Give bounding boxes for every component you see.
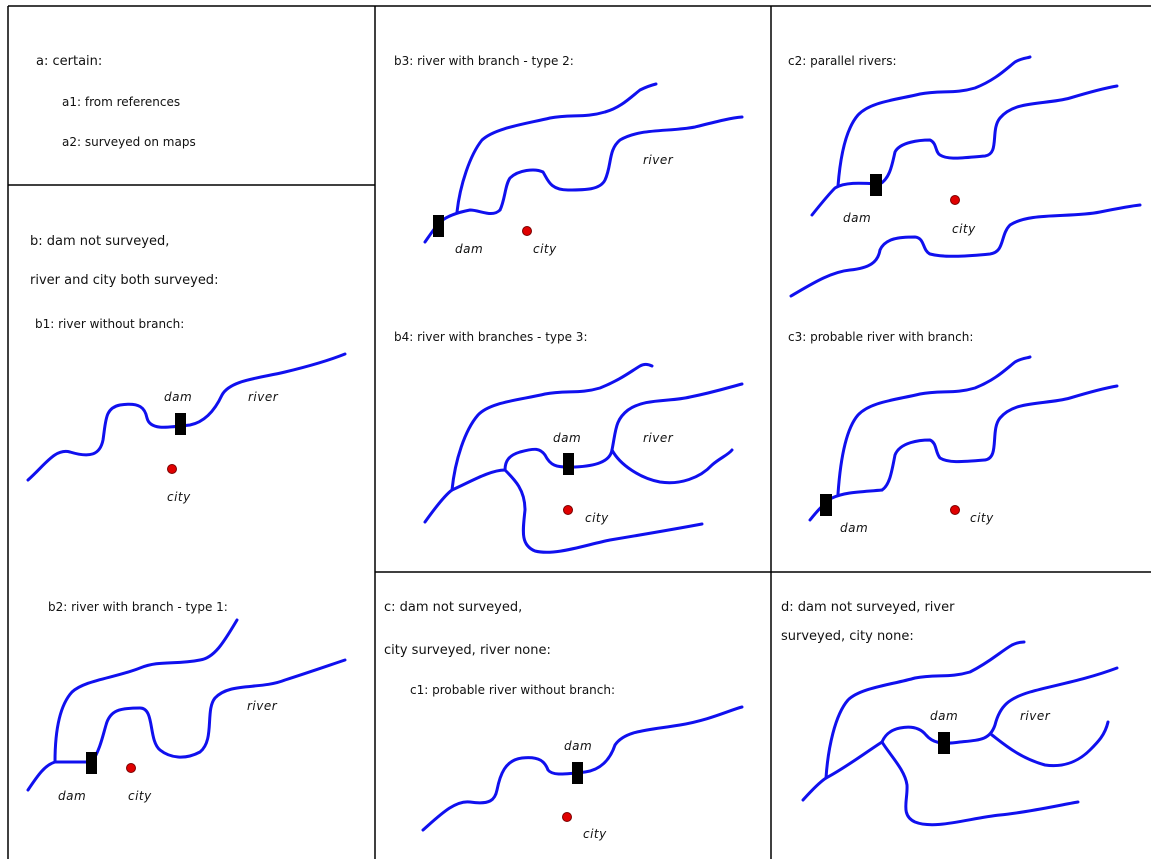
river-label: river xyxy=(247,699,278,713)
city-marker xyxy=(950,505,960,515)
river-line xyxy=(26,352,347,482)
dam-label: dam xyxy=(455,242,483,256)
panel-a1-item: a1: from references xyxy=(62,95,180,109)
panel-b1: b1: river without branch: dam river city xyxy=(26,317,347,504)
city-label: city xyxy=(167,490,191,504)
panel-c-title-line1: c: dam not surveyed, xyxy=(384,600,522,615)
city-marker xyxy=(562,812,572,822)
panel-a: a: certain: a1: from references a2: surv… xyxy=(36,54,196,149)
panel-c-title-line2: city surveyed, river none: xyxy=(384,643,551,658)
dam-marker xyxy=(572,762,583,784)
river-parallel xyxy=(789,203,1142,298)
panel-d-title-line1: d: dam not surveyed, river xyxy=(781,600,955,615)
river-branch-upper xyxy=(836,55,1032,188)
river-branch-lower xyxy=(878,84,1119,186)
dam-marker xyxy=(433,215,444,237)
river-label: river xyxy=(643,431,674,445)
river-line xyxy=(801,740,884,802)
panel-b1-title: b1: river without branch: xyxy=(35,317,184,331)
panel-d-title-line2: surveyed, city none: xyxy=(781,629,914,644)
dam-label: dam xyxy=(564,739,592,753)
panel-b3: b3: river with branch - type 2: dam rive… xyxy=(394,54,744,256)
panel-c1: c1: probable river without branch: dam c… xyxy=(410,683,744,841)
dam-label: dam xyxy=(930,709,958,723)
panel-borders xyxy=(7,5,1151,859)
panel-a-title: a: certain: xyxy=(36,54,102,69)
river-label: river xyxy=(248,390,279,404)
river-label: river xyxy=(1020,709,1051,723)
river-tributary-lower xyxy=(503,468,704,554)
panel-b-title-line1: b: dam not surveyed, xyxy=(30,234,169,249)
dam-label: dam xyxy=(840,521,868,535)
city-marker xyxy=(950,195,960,205)
river-branch-lower xyxy=(498,115,744,212)
river-branch-upper xyxy=(455,82,658,214)
river-label: river xyxy=(643,153,674,167)
river-branch-middle xyxy=(880,666,1119,745)
panel-c3: c3: probable river with branch: dam city xyxy=(788,330,1119,535)
dam-marker xyxy=(820,494,832,516)
dam-marker xyxy=(938,732,950,754)
river-line xyxy=(26,760,94,792)
dam-label: dam xyxy=(58,789,86,803)
panel-a2-item: a2: surveyed on maps xyxy=(62,135,196,149)
river-tributary-right xyxy=(610,448,734,485)
city-label: city xyxy=(583,827,607,841)
river-branch-upper xyxy=(53,618,239,764)
river-branch-upper xyxy=(824,640,1026,780)
dam-marker xyxy=(86,752,97,774)
city-marker xyxy=(522,226,532,236)
dam-marker xyxy=(563,453,574,475)
panel-b-title-line2: river and city both surveyed: xyxy=(30,273,218,288)
river-branch-upper xyxy=(836,355,1032,496)
river-branch-lower xyxy=(90,658,347,764)
panel-b2: b2: river with branch - type 1: dam rive… xyxy=(26,600,347,803)
river-tributary-right xyxy=(990,720,1110,768)
river-branch-middle xyxy=(503,382,744,472)
panel-b4-title: b4: river with branches - type 3: xyxy=(394,330,588,344)
panel-c2: c2: parallel rivers: dam city xyxy=(788,54,1142,298)
river-line xyxy=(423,468,507,524)
city-marker xyxy=(167,464,177,474)
panel-c1-title: c1: probable river without branch: xyxy=(410,683,615,697)
city-label: city xyxy=(533,242,557,256)
dam-marker xyxy=(175,413,186,435)
city-marker xyxy=(126,763,136,773)
panel-c3-title: c3: probable river with branch: xyxy=(788,330,973,344)
panel-c-heading: c: dam not surveyed, city surveyed, rive… xyxy=(384,600,551,658)
dam-label: dam xyxy=(164,390,192,404)
panel-b-heading: b: dam not surveyed, river and city both… xyxy=(30,234,218,288)
dam-label: dam xyxy=(843,211,871,225)
river-line xyxy=(421,705,744,832)
river-branch-upper xyxy=(450,362,654,492)
river-branch-lower xyxy=(880,384,1119,492)
river-line xyxy=(810,181,882,217)
panel-b4: b4: river with branches - type 3: dam ri… xyxy=(394,330,744,554)
panel-c2-title: c2: parallel rivers: xyxy=(788,54,897,68)
city-marker xyxy=(563,505,573,515)
panel-b3-title: b3: river with branch - type 2: xyxy=(394,54,574,68)
city-label: city xyxy=(128,789,152,803)
city-label: city xyxy=(585,511,609,525)
panel-d: d: dam not surveyed, river surveyed, cit… xyxy=(781,600,1119,827)
panel-b2-title: b2: river with branch - type 1: xyxy=(48,600,228,614)
city-label: city xyxy=(952,222,976,236)
dam-marker xyxy=(870,174,882,196)
city-label: city xyxy=(970,511,994,525)
river-tributary-lower xyxy=(880,740,1080,827)
dam-label: dam xyxy=(553,431,581,445)
